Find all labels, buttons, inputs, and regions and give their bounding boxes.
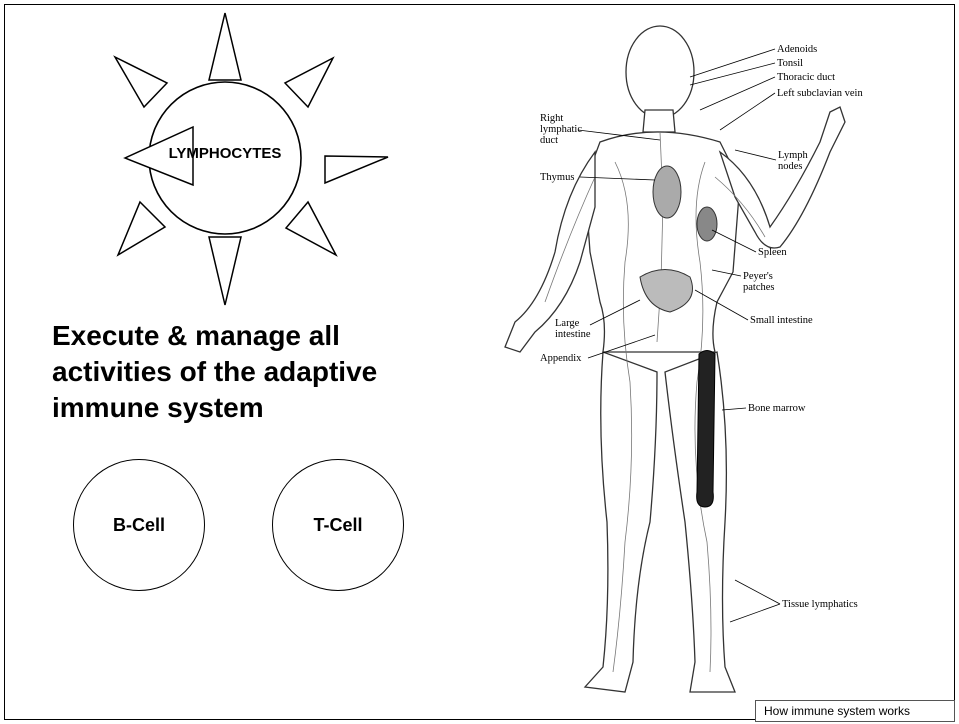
figure-left-arm bbox=[720, 107, 845, 248]
ray-right bbox=[325, 156, 388, 183]
label-large-intestine-line-1: Large bbox=[555, 318, 591, 329]
label-adenoids: Adenoids bbox=[777, 44, 817, 55]
label-thoracic-duct: Thoracic duct bbox=[777, 72, 835, 83]
label-lymph-nodes-line-2: nodes bbox=[778, 161, 808, 172]
ray-bottom bbox=[209, 237, 241, 305]
t-cell-circle: T-Cell bbox=[272, 459, 404, 591]
caption-box: How immune system works bbox=[755, 700, 955, 722]
label-thymus: Thymus bbox=[540, 172, 574, 183]
label-tissue-lymphatics: Tissue lymphatics bbox=[782, 599, 858, 610]
figure-right-leg bbox=[585, 352, 657, 692]
t-cell-label: T-Cell bbox=[313, 515, 362, 536]
figure-spleen bbox=[697, 207, 717, 241]
figure-neck bbox=[643, 110, 675, 132]
label-lymph-nodes-line-1: Lymph bbox=[778, 150, 808, 161]
b-cell-circle: B-Cell bbox=[73, 459, 205, 591]
headline-text: Execute & manage all activities of the a… bbox=[52, 318, 432, 426]
ray-top bbox=[209, 13, 241, 80]
ray-bottom-left bbox=[118, 202, 165, 255]
ray-top-right bbox=[285, 58, 333, 107]
figure-torso bbox=[585, 132, 740, 352]
label-peyers-patches-line-2: patches bbox=[743, 282, 775, 293]
label-appendix: Appendix bbox=[540, 353, 581, 364]
label-large-intestine-line-2: intestine bbox=[555, 329, 591, 340]
label-tonsil: Tonsil bbox=[777, 58, 803, 69]
ray-bottom-right bbox=[286, 202, 336, 255]
label-right-lymphatic-duct: Right lymphatic duct bbox=[540, 113, 582, 146]
lymphocytes-label: LYMPHOCYTES bbox=[130, 145, 320, 162]
figure-thymus bbox=[653, 166, 681, 218]
figure-head bbox=[626, 26, 694, 118]
ray-top-left bbox=[115, 57, 167, 107]
label-right-lymphatic-duct-line-2: lymphatic bbox=[540, 124, 582, 135]
label-spleen: Spleen bbox=[758, 247, 787, 258]
label-large-intestine: Large intestine bbox=[555, 318, 591, 340]
label-lymph-nodes: Lymph nodes bbox=[778, 150, 808, 172]
label-right-lymphatic-duct-line-1: Right bbox=[540, 113, 582, 124]
figure-bone-marrow bbox=[697, 351, 715, 508]
label-right-lymphatic-duct-line-3: duct bbox=[540, 135, 582, 146]
label-peyers-patches-line-1: Peyer's bbox=[743, 271, 775, 282]
label-bone-marrow: Bone marrow bbox=[748, 403, 805, 414]
label-peyers-patches: Peyer's patches bbox=[743, 271, 775, 293]
b-cell-label: B-Cell bbox=[113, 515, 165, 536]
label-small-intestine: Small intestine bbox=[750, 315, 813, 326]
label-left-subclavian-vein: Left subclavian vein bbox=[777, 88, 863, 99]
